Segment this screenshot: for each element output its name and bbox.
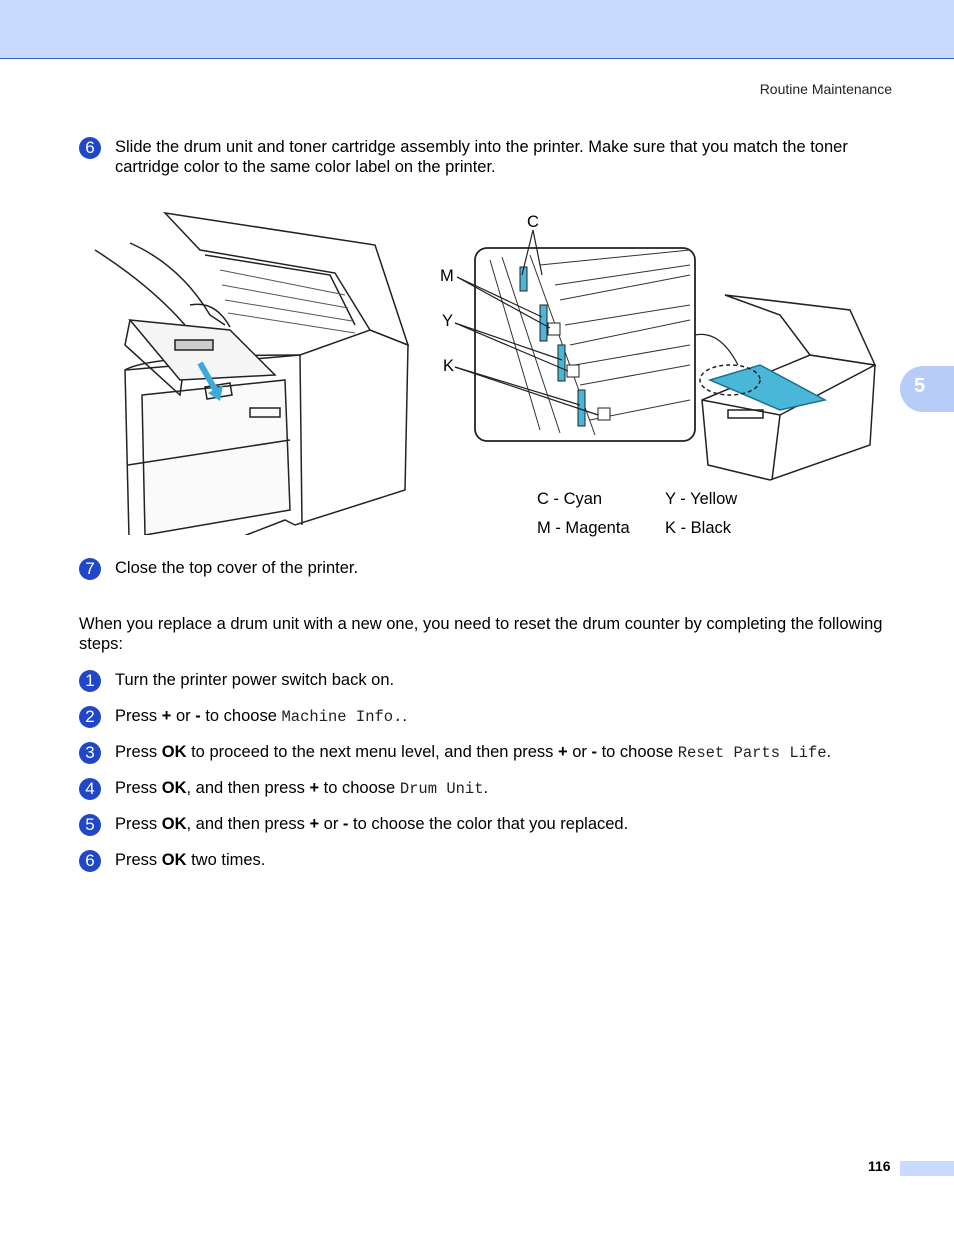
legend-cyan: C - Cyan bbox=[537, 490, 603, 508]
reset-step-6: 6 Press OK two times. bbox=[79, 850, 891, 872]
printer-figure: C M Y K bbox=[90, 205, 880, 582]
step-install-assembly: 6 Slide the drum unit and toner cartridg… bbox=[79, 137, 891, 177]
reset-step-4: 4 Press OK, and then press + to choose D… bbox=[79, 778, 891, 800]
step-number-badge: 3 bbox=[79, 742, 101, 764]
step-text: Slide the drum unit and toner cartridge … bbox=[115, 138, 848, 176]
step-text: Press OK to proceed to the next menu lev… bbox=[115, 743, 832, 762]
step-text: Close the top cover of the printer. bbox=[115, 559, 359, 577]
step-number-badge: 2 bbox=[79, 706, 101, 728]
chapter-number: 5 bbox=[914, 375, 926, 397]
step-number-badge: 7 bbox=[79, 558, 101, 580]
page-number: 116 bbox=[868, 1158, 891, 1174]
footer-band bbox=[900, 1161, 954, 1176]
reset-intro-paragraph: When you replace a drum unit with a new … bbox=[79, 615, 883, 653]
insert-arrow-head bbox=[208, 385, 223, 401]
step-text: Press + or - to choose Machine Info.. bbox=[115, 707, 407, 726]
label-c: C bbox=[527, 213, 539, 231]
step-number-badge: 5 bbox=[79, 814, 101, 836]
chapter-tab: 5 bbox=[900, 366, 954, 412]
printer-illustration: C M Y K bbox=[94, 211, 877, 582]
zoom-detail-box bbox=[474, 247, 696, 442]
step-number-badge: 6 bbox=[79, 850, 101, 872]
label-m: M bbox=[440, 267, 454, 285]
label-y: Y bbox=[442, 312, 453, 330]
step-close-cover: 7 Close the top cover of the printer. bbox=[79, 558, 891, 580]
insert-arrow bbox=[197, 361, 219, 393]
step-text: Press OK two times. bbox=[115, 851, 266, 869]
top-header-band bbox=[0, 0, 954, 59]
step-number-badge: 1 bbox=[79, 670, 101, 692]
step-text: Press OK, and then press + or - to choos… bbox=[115, 815, 629, 833]
reset-step-1: 1 Turn the printer power switch back on. bbox=[79, 670, 891, 692]
menu-option: Reset Parts Life bbox=[677, 744, 827, 762]
legend-yellow: Y - Yellow bbox=[665, 490, 738, 508]
section-title: Routine Maintenance bbox=[759, 81, 892, 97]
step-text: Press OK, and then press + to choose Dru… bbox=[115, 779, 489, 798]
label-k: K bbox=[443, 357, 454, 375]
printer-right-drawing bbox=[699, 294, 877, 481]
legend-black: K - Black bbox=[665, 519, 732, 537]
reset-step-5: 5 Press OK, and then press + or - to cho… bbox=[79, 814, 891, 836]
label-leader-lines bbox=[454, 229, 739, 416]
menu-option: Machine Info. bbox=[281, 708, 403, 726]
step-text: Turn the printer power switch back on. bbox=[115, 671, 395, 689]
menu-option: Drum Unit bbox=[399, 780, 484, 798]
step-number-badge: 4 bbox=[79, 778, 101, 800]
legend-magenta: M - Magenta bbox=[537, 519, 630, 537]
reset-step-3: 3 Press OK to proceed to the next menu l… bbox=[79, 742, 891, 764]
reset-step-2: 2 Press + or - to choose Machine Info.. bbox=[79, 706, 891, 728]
step-number-badge: 6 bbox=[79, 137, 101, 159]
printer-left-drawing bbox=[94, 211, 410, 582]
